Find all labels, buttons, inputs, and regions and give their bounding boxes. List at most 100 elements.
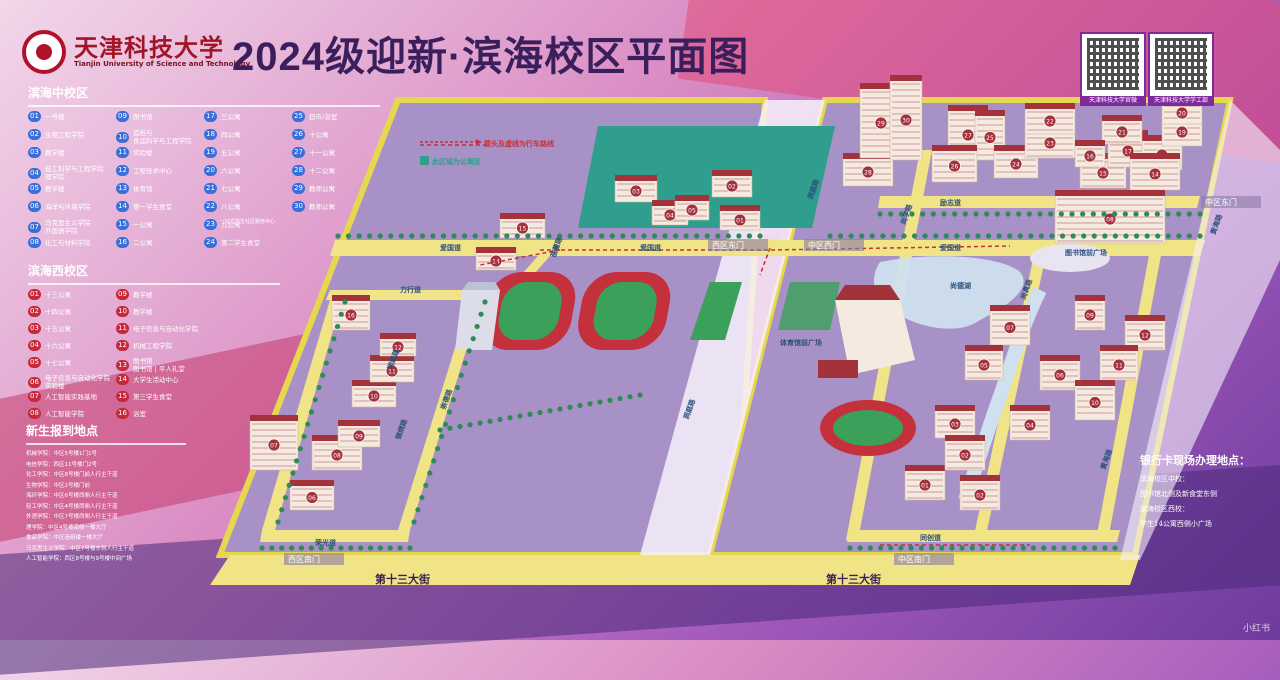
road-label: 体育馆前广场 <box>780 338 822 347</box>
report-row: 机械学院：中区5号楼1门1号 <box>26 451 97 457</box>
apartment-legend-text: 此区域为公寓区 <box>432 157 481 166</box>
qr-code-student-affairs[interactable]: 天津科技大学学工部 <box>1148 32 1214 106</box>
report-row: 人工智能学院：西区8号楼与9号楼中间广场 <box>26 556 132 562</box>
svg-text:21: 21 <box>1118 130 1126 137</box>
qr-code-official[interactable]: 天津科技大学官微 <box>1080 32 1146 106</box>
legend-number-badge: 12 <box>116 340 129 351</box>
svg-text:24: 24 <box>1012 162 1020 169</box>
legend-label: 第一学生食堂 <box>133 202 172 211</box>
legend-label: 生物工程学院 <box>45 130 84 139</box>
legend-number-badge: 15 <box>116 391 129 402</box>
legend-label: 海洋与环境学院 <box>45 202 91 211</box>
courts-middle <box>778 282 840 330</box>
legend-number-badge: 28 <box>292 165 305 176</box>
building-16: 16 <box>1074 140 1106 168</box>
legend-number-badge: 24 <box>204 237 217 248</box>
legend-number-badge: 08 <box>28 408 41 419</box>
legend-label: 第三学生食堂 <box>133 392 172 401</box>
svg-text:11: 11 <box>1115 363 1123 370</box>
gate-label: 西区南门 <box>288 554 320 564</box>
svg-text:02: 02 <box>728 184 736 191</box>
building-09: 09 <box>337 420 381 448</box>
svg-text:09: 09 <box>1086 313 1094 320</box>
building-14: 14 <box>1129 153 1181 191</box>
svg-text:19: 19 <box>1178 130 1186 137</box>
building-15: 15 <box>499 213 546 239</box>
building-02: 02 <box>944 435 986 471</box>
svg-text:08: 08 <box>1106 217 1114 224</box>
divider <box>28 105 380 107</box>
legend-number-badge: 19 <box>204 147 217 158</box>
road-label: 同创道 <box>920 533 941 542</box>
svg-text:05: 05 <box>980 363 988 370</box>
legend-label: 十五公寓 <box>45 324 71 333</box>
legend-label: 十一公寓 <box>309 148 335 157</box>
svg-text:03: 03 <box>951 422 959 429</box>
bank-card-info: 银行卡现场办理地点： 滨海校区中校：图书馆北侧及新食堂东侧滨海校区西校：学生14… <box>1140 452 1265 532</box>
legend-number-badge: 03 <box>28 323 41 334</box>
report-row: 理学院：中区4号楼南侧一楼大厅 <box>26 524 107 531</box>
svg-text:02: 02 <box>961 453 969 460</box>
track-middle <box>820 400 916 456</box>
legend-label: 实验楼 <box>133 148 153 157</box>
qr-label: 天津科技大学学工部 <box>1150 96 1212 105</box>
building-22: 22 <box>1024 103 1076 135</box>
legend-number-badge: 03 <box>28 147 41 158</box>
legend-heading: 滨海西校区 <box>28 264 89 278</box>
svg-text:04: 04 <box>666 213 674 220</box>
building-26: 26 <box>931 145 978 183</box>
gymnasium-middle <box>818 285 915 378</box>
legend-label: 教学楼 <box>133 290 153 299</box>
building-11: 11 <box>1099 345 1139 381</box>
building-03: 03 <box>934 405 976 439</box>
bank-row: 滨海校区西校： <box>1140 505 1189 513</box>
road-label: 尚德湖 <box>950 281 971 290</box>
legend-number-badge: 02 <box>28 129 41 140</box>
building-04: 04 <box>1009 405 1051 441</box>
road-label: 第十三大街 <box>375 572 430 586</box>
track-1 <box>483 272 576 350</box>
road-huanghai <box>1120 100 1280 560</box>
university-logo-icon <box>22 30 66 74</box>
legend-label: 八公寓 <box>221 202 241 211</box>
legend-label: 浴室 <box>133 409 146 418</box>
legend-heading: 滨海中校区 <box>28 86 89 100</box>
legend-number-badge: 04 <box>28 167 41 179</box>
legend-label: 超市/浴室 <box>309 112 338 121</box>
building-05: 05 <box>964 345 1004 381</box>
university-name-en: Tianjin University of Science and Techno… <box>74 60 251 68</box>
legend-number-badge: 16 <box>116 237 129 248</box>
svg-text:25: 25 <box>986 135 994 142</box>
legend-number-badge: 17 <box>204 111 217 122</box>
vehicle-route <box>420 144 1030 546</box>
university-name-cn: 天津科技大学 <box>74 33 224 62</box>
legend-label: 图书馆图书馆 | 平人礼堂 <box>133 357 185 373</box>
svg-text:08: 08 <box>333 453 341 460</box>
svg-text:07: 07 <box>270 443 278 450</box>
apartment-zone-west <box>578 126 835 228</box>
library-plaza <box>1030 244 1110 272</box>
legend-label: 工程技术中心 <box>133 166 172 175</box>
road-west-left <box>262 300 342 530</box>
building-10: 10 <box>351 380 397 408</box>
legend-number-badge: 25 <box>292 111 305 122</box>
building-02: 02 <box>959 475 1001 511</box>
legend-label: 五公寓 <box>221 148 241 157</box>
legend-label: 十三公寓 <box>45 290 71 299</box>
svg-text:02: 02 <box>976 493 984 500</box>
report-row: 海环学院：中区6号楼西侧人行主干道 <box>26 493 118 499</box>
page-title: 2024级迎新·滨海校区平面图 <box>232 35 750 79</box>
legend-middle-item-02: 02 生物工程学院 <box>28 129 84 140</box>
